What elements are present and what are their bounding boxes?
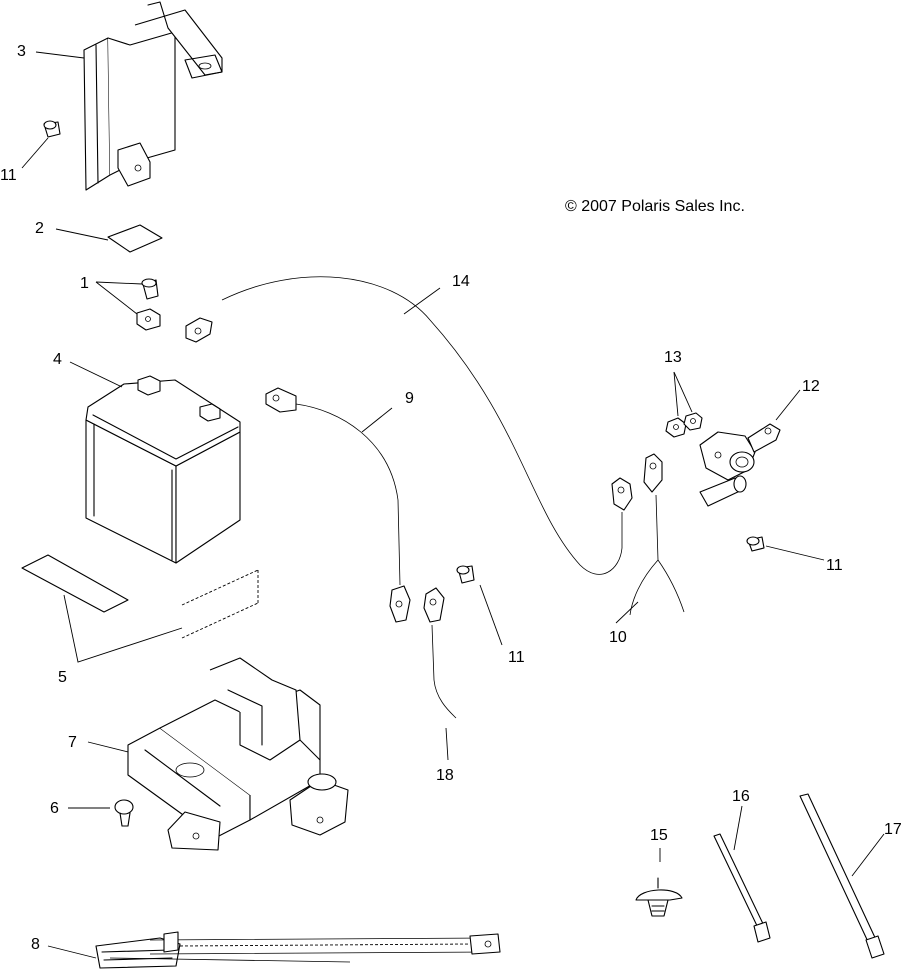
part-2-pad: [107, 224, 163, 253]
part-6-rivet: [114, 799, 134, 827]
copyright-text: © 2007 Polaris Sales Inc.: [565, 198, 745, 215]
callout-9: 9: [405, 390, 414, 407]
part-13-nuts: [665, 412, 703, 438]
callout-2: 2: [35, 220, 44, 237]
callout-5: 5: [58, 669, 67, 686]
part-9-cable: [265, 387, 411, 623]
part-10-cable: [629, 453, 685, 616]
part-16-cable-tie: [713, 833, 771, 943]
part-17-cable-tie: [799, 793, 885, 959]
callout-labels: 3 11 2 1 4 5 7 6 8 14 9 11 18 10 13 12 1…: [0, 43, 902, 953]
part-8-harness: [95, 931, 501, 969]
callout-7: 7: [68, 734, 77, 751]
leader-lines: [21, 51, 885, 959]
part-11-screw-c: [746, 536, 765, 552]
part-1-hardware: [136, 278, 161, 331]
callout-17: 17: [884, 821, 902, 838]
part-3-bracket: [83, 1, 223, 191]
callout-15: 15: [650, 827, 668, 844]
callout-6: 6: [50, 800, 59, 817]
part-11-screw-a: [43, 120, 61, 138]
part-11-screw-b: [456, 565, 475, 584]
part-18-cable: [423, 587, 457, 719]
callout-1: 1: [80, 275, 89, 292]
part-7-tray: [127, 657, 349, 851]
part-4-battery: [85, 375, 241, 564]
callout-16: 16: [732, 788, 750, 805]
callout-3: 3: [17, 43, 26, 60]
part-14-cable: [185, 276, 633, 575]
callout-14: 14: [452, 273, 470, 290]
callout-4: 4: [53, 351, 62, 368]
callout-13: 13: [664, 349, 682, 366]
callout-8: 8: [31, 936, 40, 953]
part-5-pads: [21, 554, 259, 639]
callout-12: 12: [802, 378, 820, 395]
callout-10: 10: [609, 629, 627, 646]
callout-11-b: 11: [508, 649, 525, 666]
callout-11-c: 11: [826, 557, 843, 574]
callout-11-a: 11: [0, 167, 17, 184]
part-15-clip: [635, 877, 683, 917]
part-12-solenoid: [699, 423, 781, 507]
callout-18: 18: [436, 767, 454, 784]
